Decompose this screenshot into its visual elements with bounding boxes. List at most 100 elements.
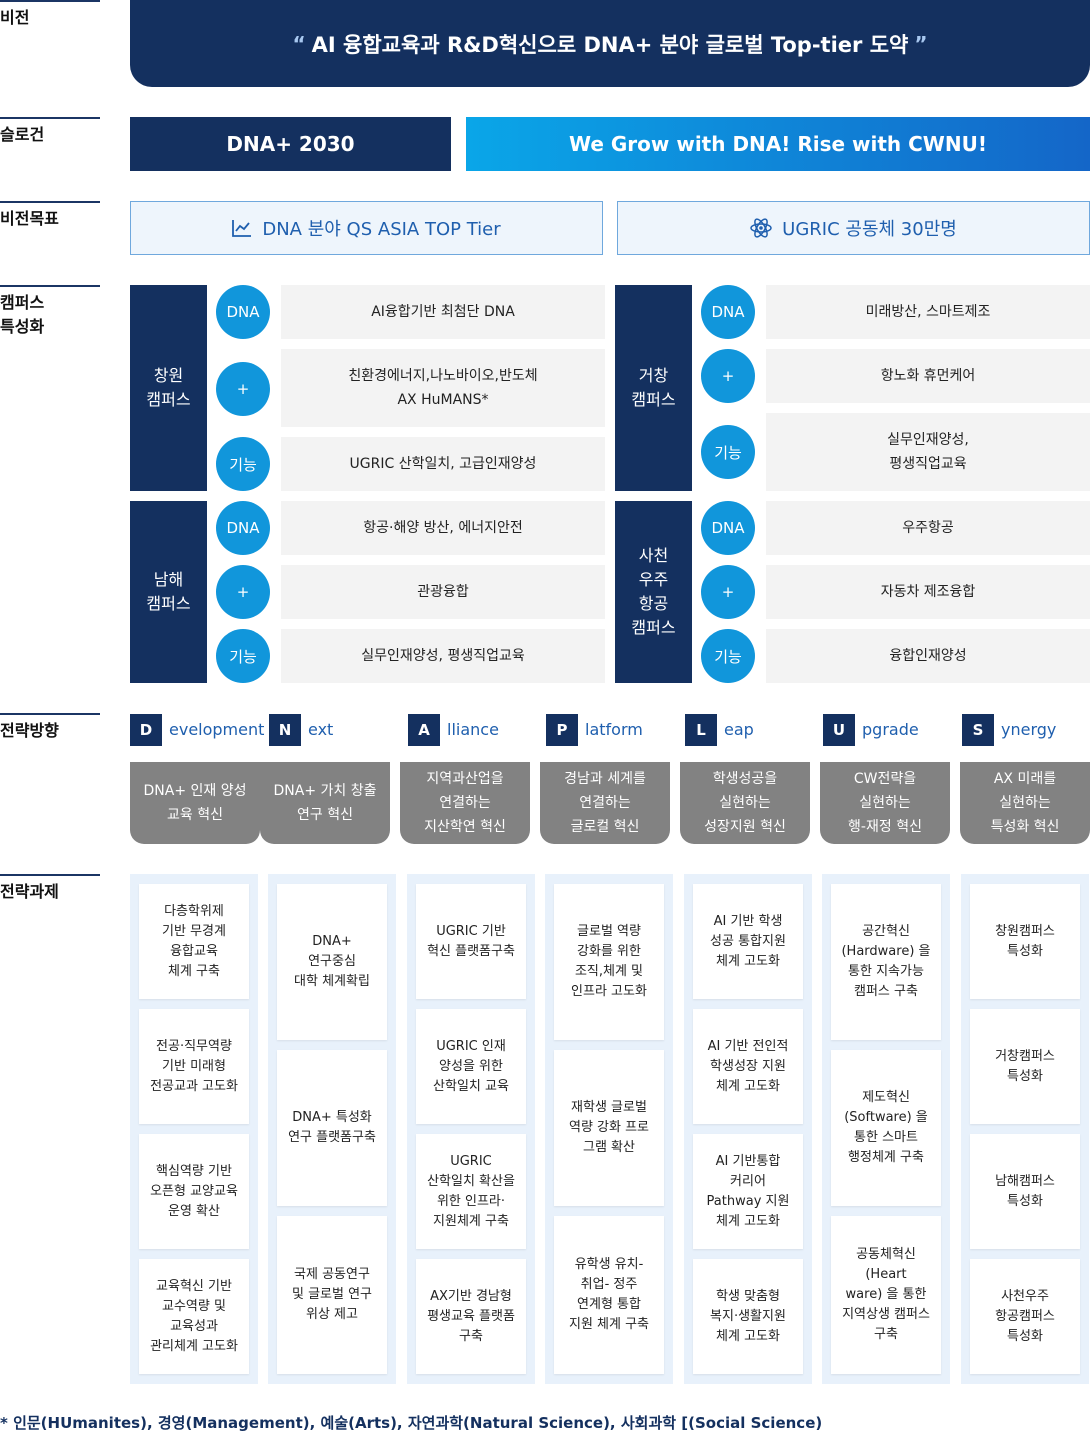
task-card: 제도혁신 (Software) 을 통한 스마트 행정체계 구축 xyxy=(831,1050,941,1206)
task-card: 공동체혁신 (Heart ware) 을 통한 지역상생 캠퍼스 구축 xyxy=(831,1216,941,1374)
task-card: 공간혁신 (Hardware) 을 통한 지속가능 캠퍼스 구축 xyxy=(831,884,941,1040)
atom-icon xyxy=(750,218,772,238)
campus-changwon: 창원 캠퍼스 xyxy=(130,285,207,491)
badge-dna: DNA xyxy=(216,285,270,339)
campus-cell: 항공·해양 방산, 에너지안전 xyxy=(281,501,605,555)
direction-letter: U xyxy=(823,714,855,746)
slogan-right: We Grow with DNA! Rise with CWNU! xyxy=(466,117,1090,171)
direction-letter: A xyxy=(408,714,440,746)
badge-dna: DNA xyxy=(701,285,755,339)
task-card: DNA+ 특성화 연구 플랫폼구축 xyxy=(277,1050,387,1206)
quote-close: ” xyxy=(914,31,928,56)
goal-qs-asia: DNA 분야 QS ASIA TOP Tier xyxy=(130,201,603,255)
direction-letter: P xyxy=(546,714,578,746)
badge-dna: DNA xyxy=(701,501,755,555)
direction-word: latform xyxy=(585,720,643,739)
badge-plus: + xyxy=(216,362,270,416)
direction-box: CW전략을 실현하는 행-재정 혁신 xyxy=(820,762,950,844)
direction-box: DNA+ 가치 창출 연구 혁신 xyxy=(260,762,390,844)
direction-box: 학생성공을 실현하는 성장지원 혁신 xyxy=(680,762,810,844)
badge-plus: + xyxy=(701,565,755,619)
task-card: 남해캠퍼스 특성화 xyxy=(970,1134,1080,1249)
label-goal: 비전목표 xyxy=(0,201,100,231)
campus-namhae: 남해 캠퍼스 xyxy=(130,501,207,683)
direction-box: DNA+ 인재 양성 교육 혁신 xyxy=(130,762,260,844)
direction-box: 경남과 세계를 연결하는 글로컬 혁신 xyxy=(540,762,670,844)
task-card: AI 기반 전인적 학생성장 지원 체계 고도화 xyxy=(693,1009,803,1124)
direction-letter: L xyxy=(685,714,717,746)
goal-text: DNA 분야 QS ASIA TOP Tier xyxy=(262,219,501,240)
campus-geochang: 거창 캠퍼스 xyxy=(615,285,692,491)
vision-text: AI 융합교육과 R&D혁신으로 DNA+ 분야 글로벌 Top-tier 도약 xyxy=(311,32,909,57)
direction-word: evelopment xyxy=(169,720,265,739)
direction-word: ext xyxy=(308,720,334,739)
campus-cell: 항노화 휴먼케어 xyxy=(766,349,1090,403)
task-card: 창원캠퍼스 특성화 xyxy=(970,884,1080,999)
task-card: DNA+ 연구중심 대학 체계확립 xyxy=(277,884,387,1040)
badge-plus: + xyxy=(216,565,270,619)
task-card: 국제 공동연구 및 글로벌 연구 위상 제고 xyxy=(277,1216,387,1374)
task-card: AX기반 경남형 평생교육 플랫폼 구축 xyxy=(416,1259,526,1374)
goal-text: UGRIC 공동체 30만명 xyxy=(782,219,957,240)
task-card: 유학생 유치- 취업- 정주 연계형 통합 지원 체계 구축 xyxy=(554,1216,664,1374)
campus-cell: 친환경에너지,나노바이오,반도체 AX HuMANS* xyxy=(281,349,605,427)
direction-word: eap xyxy=(724,720,754,739)
badge-function: 기능 xyxy=(701,425,755,479)
direction-letter: N xyxy=(269,714,301,746)
direction-word: ynergy xyxy=(1001,720,1057,739)
direction-word: lliance xyxy=(447,720,499,739)
campus-cell: 우주항공 xyxy=(766,501,1090,555)
campus-cell: 미래방산, 스마트제조 xyxy=(766,285,1090,339)
label-vision: 비전 xyxy=(0,0,100,30)
label-tasks: 전략과제 xyxy=(0,874,100,904)
task-card: 재학생 글로벌 역량 강화 프로 그램 확산 xyxy=(554,1050,664,1206)
campus-cell: 융합인재양성 xyxy=(766,629,1090,683)
vision-banner: “ AI 융합교육과 R&D혁신으로 DNA+ 분야 글로벌 Top-tier … xyxy=(130,0,1090,87)
direction-box: AX 미래를 실현하는 특성화 혁신 xyxy=(960,762,1090,844)
task-card: 전공·직무역량 기반 미래형 전공교과 고도화 xyxy=(139,1009,249,1124)
label-direction: 전략방향 xyxy=(0,713,100,743)
task-card: 교육혁신 기반 교수역량 및 교육성과 관리체계 고도화 xyxy=(139,1259,249,1374)
task-card: UGRIC 인재 양성을 위한 산학일치 교육 xyxy=(416,1009,526,1124)
direction-word: pgrade xyxy=(862,720,919,739)
direction-letter: D xyxy=(130,714,162,746)
task-card: 학생 맞춤형 복지·생활지원 체계 고도화 xyxy=(693,1259,803,1374)
task-card: 핵심역량 기반 오픈형 교양교육 운영 확산 xyxy=(139,1134,249,1249)
badge-function: 기능 xyxy=(216,437,270,491)
footnote: * 인문(HUmanites), 경영(Management), 예술(Arts… xyxy=(0,1414,823,1432)
badge-function: 기능 xyxy=(216,629,270,683)
goal-ugric: UGRIC 공동체 30만명 xyxy=(617,201,1090,255)
campus-cell: 실무인재양성, 평생직업교육 xyxy=(281,629,605,683)
task-card: AI 기반통합 커리어 Pathway 지원 체계 고도화 xyxy=(693,1134,803,1249)
direction-letter: S xyxy=(962,714,994,746)
label-slogan: 슬로건 xyxy=(0,117,100,147)
badge-function: 기능 xyxy=(701,629,755,683)
task-card: AI 기반 학생 성공 통합지원 체계 고도화 xyxy=(693,884,803,999)
slogan-left: DNA+ 2030 xyxy=(130,117,451,171)
chart-line-icon xyxy=(232,220,252,237)
campus-cell: 실무인재양성, 평생직업교육 xyxy=(766,413,1090,491)
task-card: 거창캠퍼스 특성화 xyxy=(970,1009,1080,1124)
task-card: 사천우주 항공캠퍼스 특성화 xyxy=(970,1259,1080,1374)
task-card: 다층학위제 기반 무경계 융합교육 체계 구축 xyxy=(139,884,249,999)
task-card: UGRIC 산학일치 확산을 위한 인프라· 지원체계 구축 xyxy=(416,1134,526,1249)
badge-plus: + xyxy=(701,349,755,403)
campus-cell: 관광융합 xyxy=(281,565,605,619)
badge-dna: DNA xyxy=(216,501,270,555)
direction-box: 지역과산업을 연결하는 지산학연 혁신 xyxy=(400,762,530,844)
task-card: 글로벌 역량 강화를 위한 조직,체계 및 인프라 고도화 xyxy=(554,884,664,1040)
campus-cell: UGRIC 산학일치, 고급인재양성 xyxy=(281,437,605,491)
campus-cell: AI융합기반 최첨단 DNA xyxy=(281,285,605,339)
campus-cell: 자동차 제조융합 xyxy=(766,565,1090,619)
label-campus: 캠퍼스 특성화 xyxy=(0,285,100,339)
campus-sacheon: 사천 우주 항공 캠퍼스 xyxy=(615,501,692,683)
quote-open: “ xyxy=(292,31,306,56)
task-card: UGRIC 기반 혁신 플랫폼구축 xyxy=(416,884,526,999)
